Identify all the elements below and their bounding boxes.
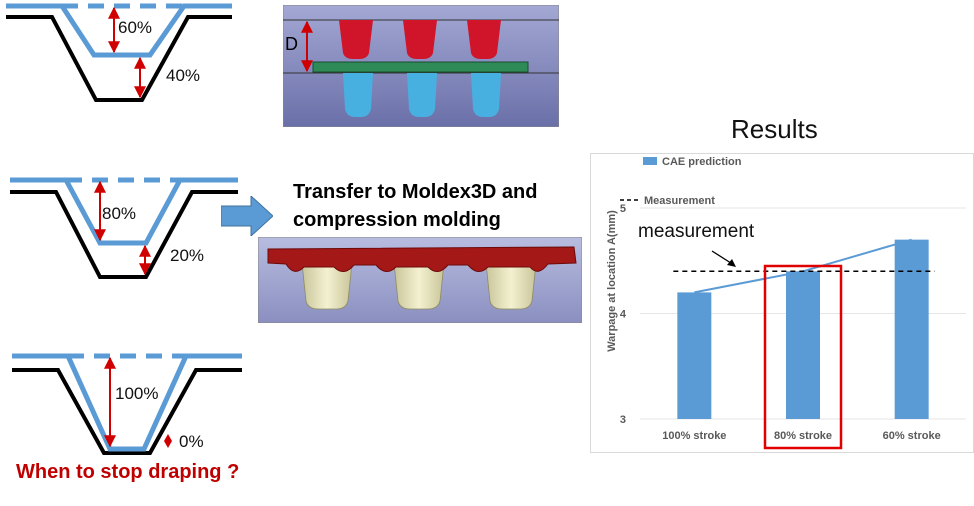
bar [677,292,712,419]
legend-label-cae: CAE prediction [662,156,742,168]
x-category-label: 100% stroke [662,430,726,442]
drape-sheet [12,353,242,452]
draping-stage-3 [12,353,242,455]
y-axis-label: Warpage at location A(mm) [606,210,618,352]
y-tick-label: 4 [620,309,627,321]
drape-sheet [10,177,238,246]
y-tick-label: 5 [620,203,626,215]
stage1-upper-label: 60% [118,18,153,37]
stage3-lower-label: 0% [179,432,204,451]
draping-stage-1 [6,3,232,102]
x-category-label: 80% stroke [774,430,832,442]
molded-cups [301,262,537,310]
transfer-text-line-1: Transfer to Moldex3D and [293,181,538,203]
zero-gap-marker [164,434,172,448]
sheet-green [312,61,529,73]
annotation-arrowhead [727,259,736,267]
results-title: Results [731,114,818,144]
stage2-upper-label: 80% [102,204,137,223]
bar [894,239,929,419]
stage3-upper-label: 100% [115,384,159,403]
molded-part-flange [267,246,577,272]
legend-swatch-cae [643,157,657,165]
mold-distance-label: D [285,34,298,54]
draping-stage-2 [10,177,238,279]
stage1-lower-label: 40% [166,66,201,85]
x-category-label: 60% stroke [883,430,941,442]
compression-molding-image [258,237,582,323]
mold-profile [12,368,242,455]
y-tick-label: 3 [620,414,626,426]
draping-stages [6,3,242,455]
bar [786,271,820,419]
legend-label-measurement: Measurement [644,195,715,207]
upper-mold-cavities [339,20,501,59]
drape-sheet [6,3,232,58]
transfer-text: Transfer to Moldex3D and compression mol… [293,178,538,234]
highlight-box [763,264,843,450]
mold-simulation-image [283,5,559,127]
transfer-text-line-2: compression molding [293,209,501,231]
mold-profile [6,15,232,102]
warpage-chart: 3 4 5 100% stroke 80% stroke 60% stroke CAE pr… [620,156,966,450]
stop-draping-question: When to stop draping ? [16,461,240,483]
lower-mold-cavities [343,73,501,117]
transfer-arrow-icon [221,196,273,236]
mold-profile [10,190,238,279]
measurement-annotation: measurement [638,221,755,242]
stage2-lower-label: 20% [170,246,205,265]
